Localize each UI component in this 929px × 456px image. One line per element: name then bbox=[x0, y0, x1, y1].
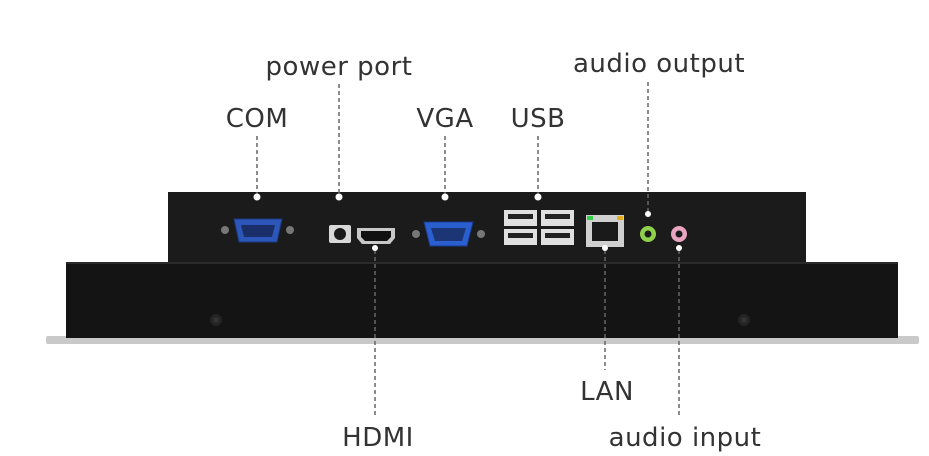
power-port-jack bbox=[329, 225, 351, 243]
audio-input-jack bbox=[671, 226, 687, 242]
usb-ports bbox=[504, 210, 574, 245]
label-audio-input: audio input bbox=[608, 423, 762, 453]
vga-port bbox=[412, 221, 485, 247]
com-port bbox=[221, 218, 294, 243]
label-audio-output: audio output bbox=[572, 49, 746, 79]
lan-port bbox=[586, 215, 624, 247]
lower-housing bbox=[66, 262, 898, 338]
screw-left bbox=[210, 314, 222, 326]
hdmi-port bbox=[357, 228, 395, 244]
label-usb: USB bbox=[510, 104, 566, 134]
label-hdmi: HDMI bbox=[342, 423, 414, 453]
label-power-port: power port bbox=[265, 52, 413, 82]
screw-right bbox=[738, 314, 750, 326]
audio-output-jack bbox=[640, 226, 656, 242]
label-com: COM bbox=[225, 104, 289, 134]
label-vga: VGA bbox=[416, 104, 474, 134]
label-lan: LAN bbox=[580, 377, 634, 407]
